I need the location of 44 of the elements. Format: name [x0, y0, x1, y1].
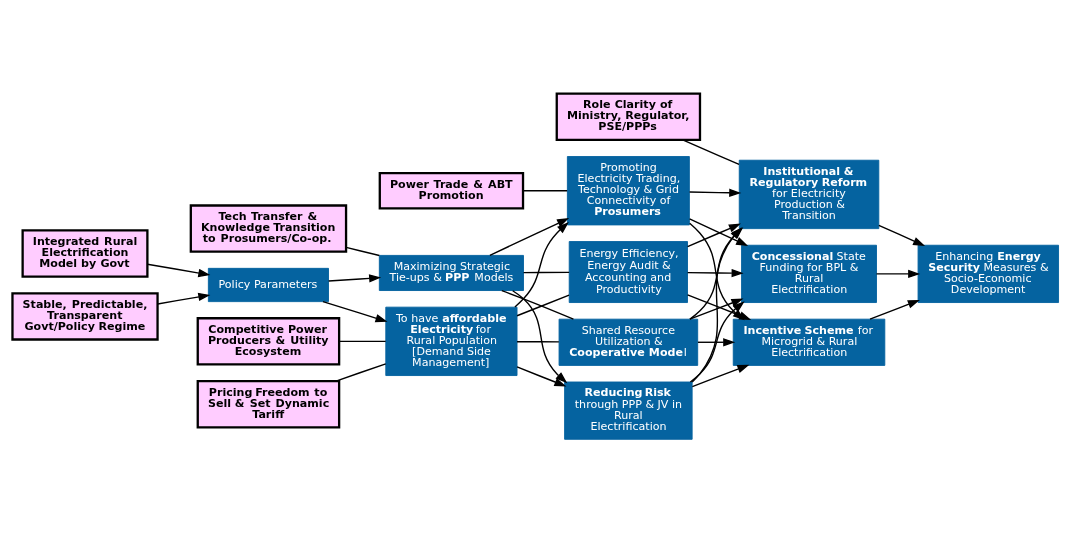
arrow: [697, 338, 736, 347]
connector: [522, 190, 568, 192]
connector: [516, 294, 570, 317]
arrow: [686, 268, 744, 278]
arrow: [489, 218, 570, 257]
node-box: To have affordable Electricity for Rural Population [Demand Side Management]: [385, 306, 518, 376]
node-box: Pricing Freedom to Sell & Set Dynamic Tariff: [196, 379, 341, 429]
arrow: [146, 263, 211, 278]
arrow: [691, 364, 750, 388]
connector: [345, 246, 380, 257]
arrow: [512, 290, 568, 384]
arrow: [688, 188, 742, 197]
arrow: [514, 222, 569, 308]
arrow: [327, 274, 382, 283]
connector: [335, 363, 387, 382]
node-box: Maximizing Strategic Tie-ups & PPP Models: [378, 254, 524, 291]
node-box: Promoting Electricity Trading, Technology & Grid Connectivity of Prosumers: [566, 156, 690, 226]
node-box: Enhancing Energy Security Measures & Socio-Economic Development: [917, 244, 1059, 303]
connector: [501, 289, 575, 320]
node-box: Incentive Scheme for Microgrid & Rural Electrification: [732, 318, 886, 366]
arrow: [869, 299, 920, 320]
arrow: [875, 269, 921, 279]
arrow: [878, 224, 926, 246]
arrow: [516, 366, 567, 387]
arrow: [157, 292, 211, 305]
node-box: Policy Parameters: [207, 267, 329, 303]
connector: [682, 139, 740, 166]
arrow: [322, 300, 388, 323]
node-box: Energy Efficiency, Energy Audit & Accounting and Productivity: [568, 241, 688, 303]
connector: [522, 271, 570, 274]
node-box: Concessional State Funding for BPL & Rural Electrification: [741, 244, 877, 303]
node-box: Competitive Power Producers & Utility Ecosystem: [196, 317, 341, 366]
node-box: Tech Transfer & Knowledge Transition to Prosumers/Co-op.: [189, 204, 348, 253]
connector: [516, 341, 560, 343]
node-box: Stable, Predictable, Transparent Govt/Policy Regime: [11, 292, 159, 341]
node-box: Institutional & Regulatory Reform for Electricity Production & Transition: [738, 159, 880, 230]
node-box: Reducing Risk through PPP & JV in Rural Electrification: [564, 381, 693, 440]
node-box: Role Clarity of Ministry, Regulator, PSE/PPPs: [555, 92, 702, 142]
arrow: [686, 223, 741, 248]
node-box: Power Trade & ABT Promotion: [378, 172, 525, 210]
node-box: Shared Resource Utilization & Cooperative Model: [558, 318, 699, 366]
connector: [338, 340, 387, 343]
arrow: [688, 218, 749, 246]
node-box: Integrated Rural Electrification Model by Govt: [21, 229, 149, 278]
